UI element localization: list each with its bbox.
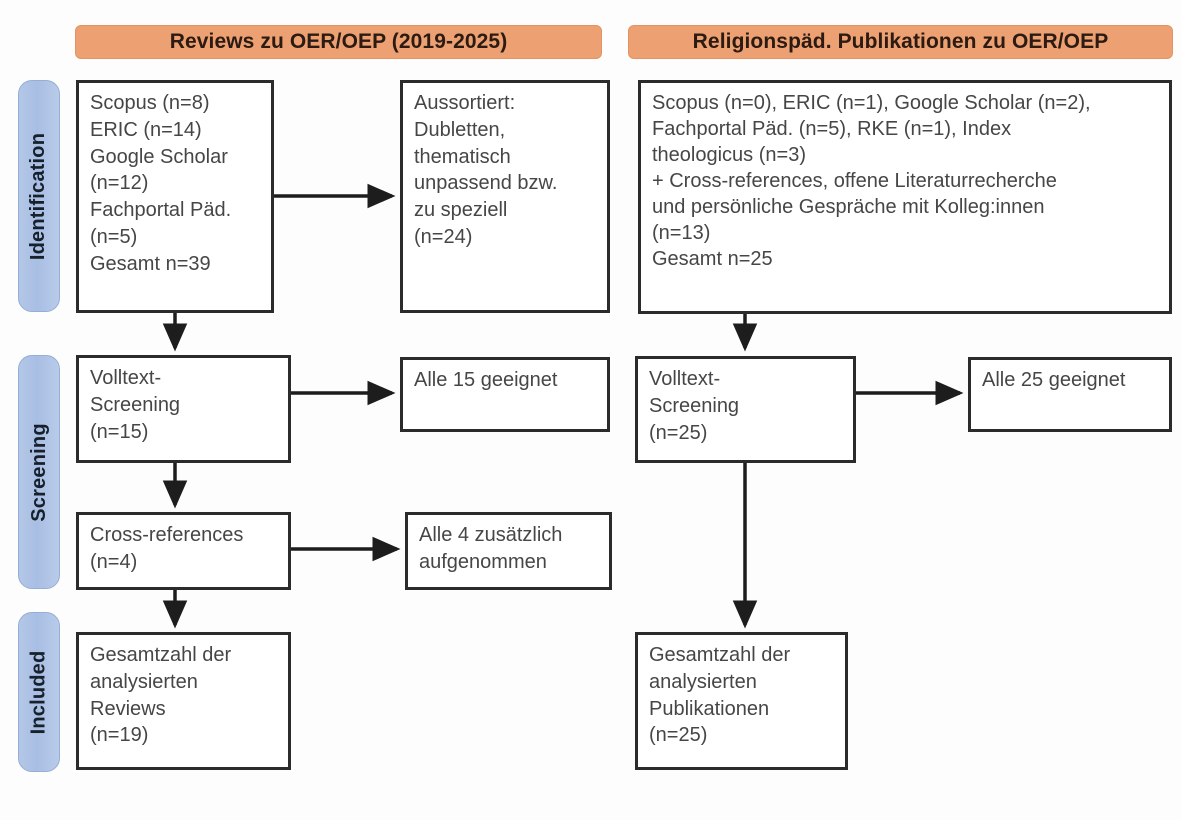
- phase-label-screening-text: Screening: [27, 422, 50, 522]
- box-left-screening-crossrefs-added: Alle 4 zusätzlich aufgenommen: [405, 512, 612, 590]
- box-line: (n=24): [414, 225, 473, 248]
- box-line: und persönliche Gespräche mit Kolleg:inn…: [652, 196, 1045, 218]
- box-line: Scopus (n=0), ERIC (n=1), Google Scholar…: [652, 92, 1091, 114]
- box-line: (n=25): [649, 724, 708, 747]
- box-line: Volltext-: [649, 368, 721, 390]
- box-left-screening-crossrefs: Cross-references (n=4): [76, 512, 291, 590]
- phase-label-included-text: Included: [27, 650, 50, 734]
- box-line: Screening: [90, 393, 181, 416]
- box-line: Gesamt n=39: [90, 252, 211, 275]
- box-line: Gesamt n=25: [652, 248, 773, 270]
- box-right-screening-fulltext: Volltext- Screening (n=25): [635, 356, 856, 463]
- box-line: Fachportal Päd.: [90, 199, 232, 222]
- box-line: Scopus (n=8): [90, 92, 210, 114]
- box-line: analysierten: [649, 670, 757, 693]
- box-line: Alle 4 zusätzlich: [419, 524, 563, 546]
- box-line: Gesamtzahl der: [90, 644, 232, 666]
- box-line: ERIC (n=14): [90, 118, 202, 141]
- phase-label-identification: Identification: [18, 80, 60, 312]
- box-line: (n=19): [90, 724, 149, 747]
- box-left-included-total: Gesamtzahl der analysierten Reviews (n=1…: [76, 632, 291, 770]
- column-header-right: Religionspäd. Publikationen zu OER/OEP: [628, 25, 1173, 59]
- box-left-screening-eligible: Alle 15 geeignet: [400, 357, 610, 432]
- box-line: Screening: [649, 394, 740, 417]
- box-line: thematisch: [414, 145, 511, 168]
- box-line: (n=12): [90, 172, 149, 195]
- box-right-identification-sources: Scopus (n=0), ERIC (n=1), Google Scholar…: [638, 80, 1172, 314]
- box-right-screening-eligible: Alle 25 geeignet: [968, 357, 1172, 432]
- box-line: (n=4): [90, 550, 138, 573]
- box-line: (n=5): [90, 225, 138, 248]
- box-line: aufgenommen: [419, 550, 547, 573]
- box-line: + Cross-references, offene Literaturrech…: [652, 170, 1057, 192]
- box-line: Gesamtzahl der: [649, 644, 791, 666]
- box-line: Publikationen: [649, 697, 770, 720]
- phase-label-identification-text: Identification: [27, 132, 50, 260]
- box-line: Alle 25 geeignet: [982, 369, 1126, 391]
- box-line: Fachportal Päd. (n=5), RKE (n=1), Index: [652, 118, 1012, 140]
- box-line: Reviews: [90, 697, 166, 720]
- box-line: (n=15): [90, 420, 149, 443]
- box-line: Volltext-: [90, 367, 162, 389]
- box-line: Aussortiert:: [414, 92, 516, 114]
- column-header-left: Reviews zu OER/OEP (2019-2025): [75, 25, 602, 59]
- box-line: zu speziell: [414, 199, 508, 222]
- box-line: Alle 15 geeignet: [414, 369, 558, 391]
- box-line: Dubletten,: [414, 118, 506, 141]
- box-line: analysierten: [90, 670, 198, 693]
- box-line: theologicus (n=3): [652, 144, 806, 166]
- box-left-identification-excluded: Aussortiert: Dubletten, thematisch unpas…: [400, 80, 610, 313]
- box-left-screening-fulltext: Volltext- Screening (n=15): [76, 355, 291, 463]
- phase-label-screening: Screening: [18, 355, 60, 589]
- box-left-identification-sources: Scopus (n=8) ERIC (n=14) Google Scholar …: [76, 80, 274, 313]
- box-line: (n=25): [649, 421, 708, 444]
- box-line: unpassend bzw.: [414, 172, 558, 195]
- box-line: Cross-references: [90, 524, 244, 546]
- box-line: Google Scholar: [90, 145, 228, 168]
- box-right-included-total: Gesamtzahl der analysierten Publikatione…: [635, 632, 848, 770]
- box-line: (n=13): [652, 222, 711, 244]
- phase-label-included: Included: [18, 612, 60, 772]
